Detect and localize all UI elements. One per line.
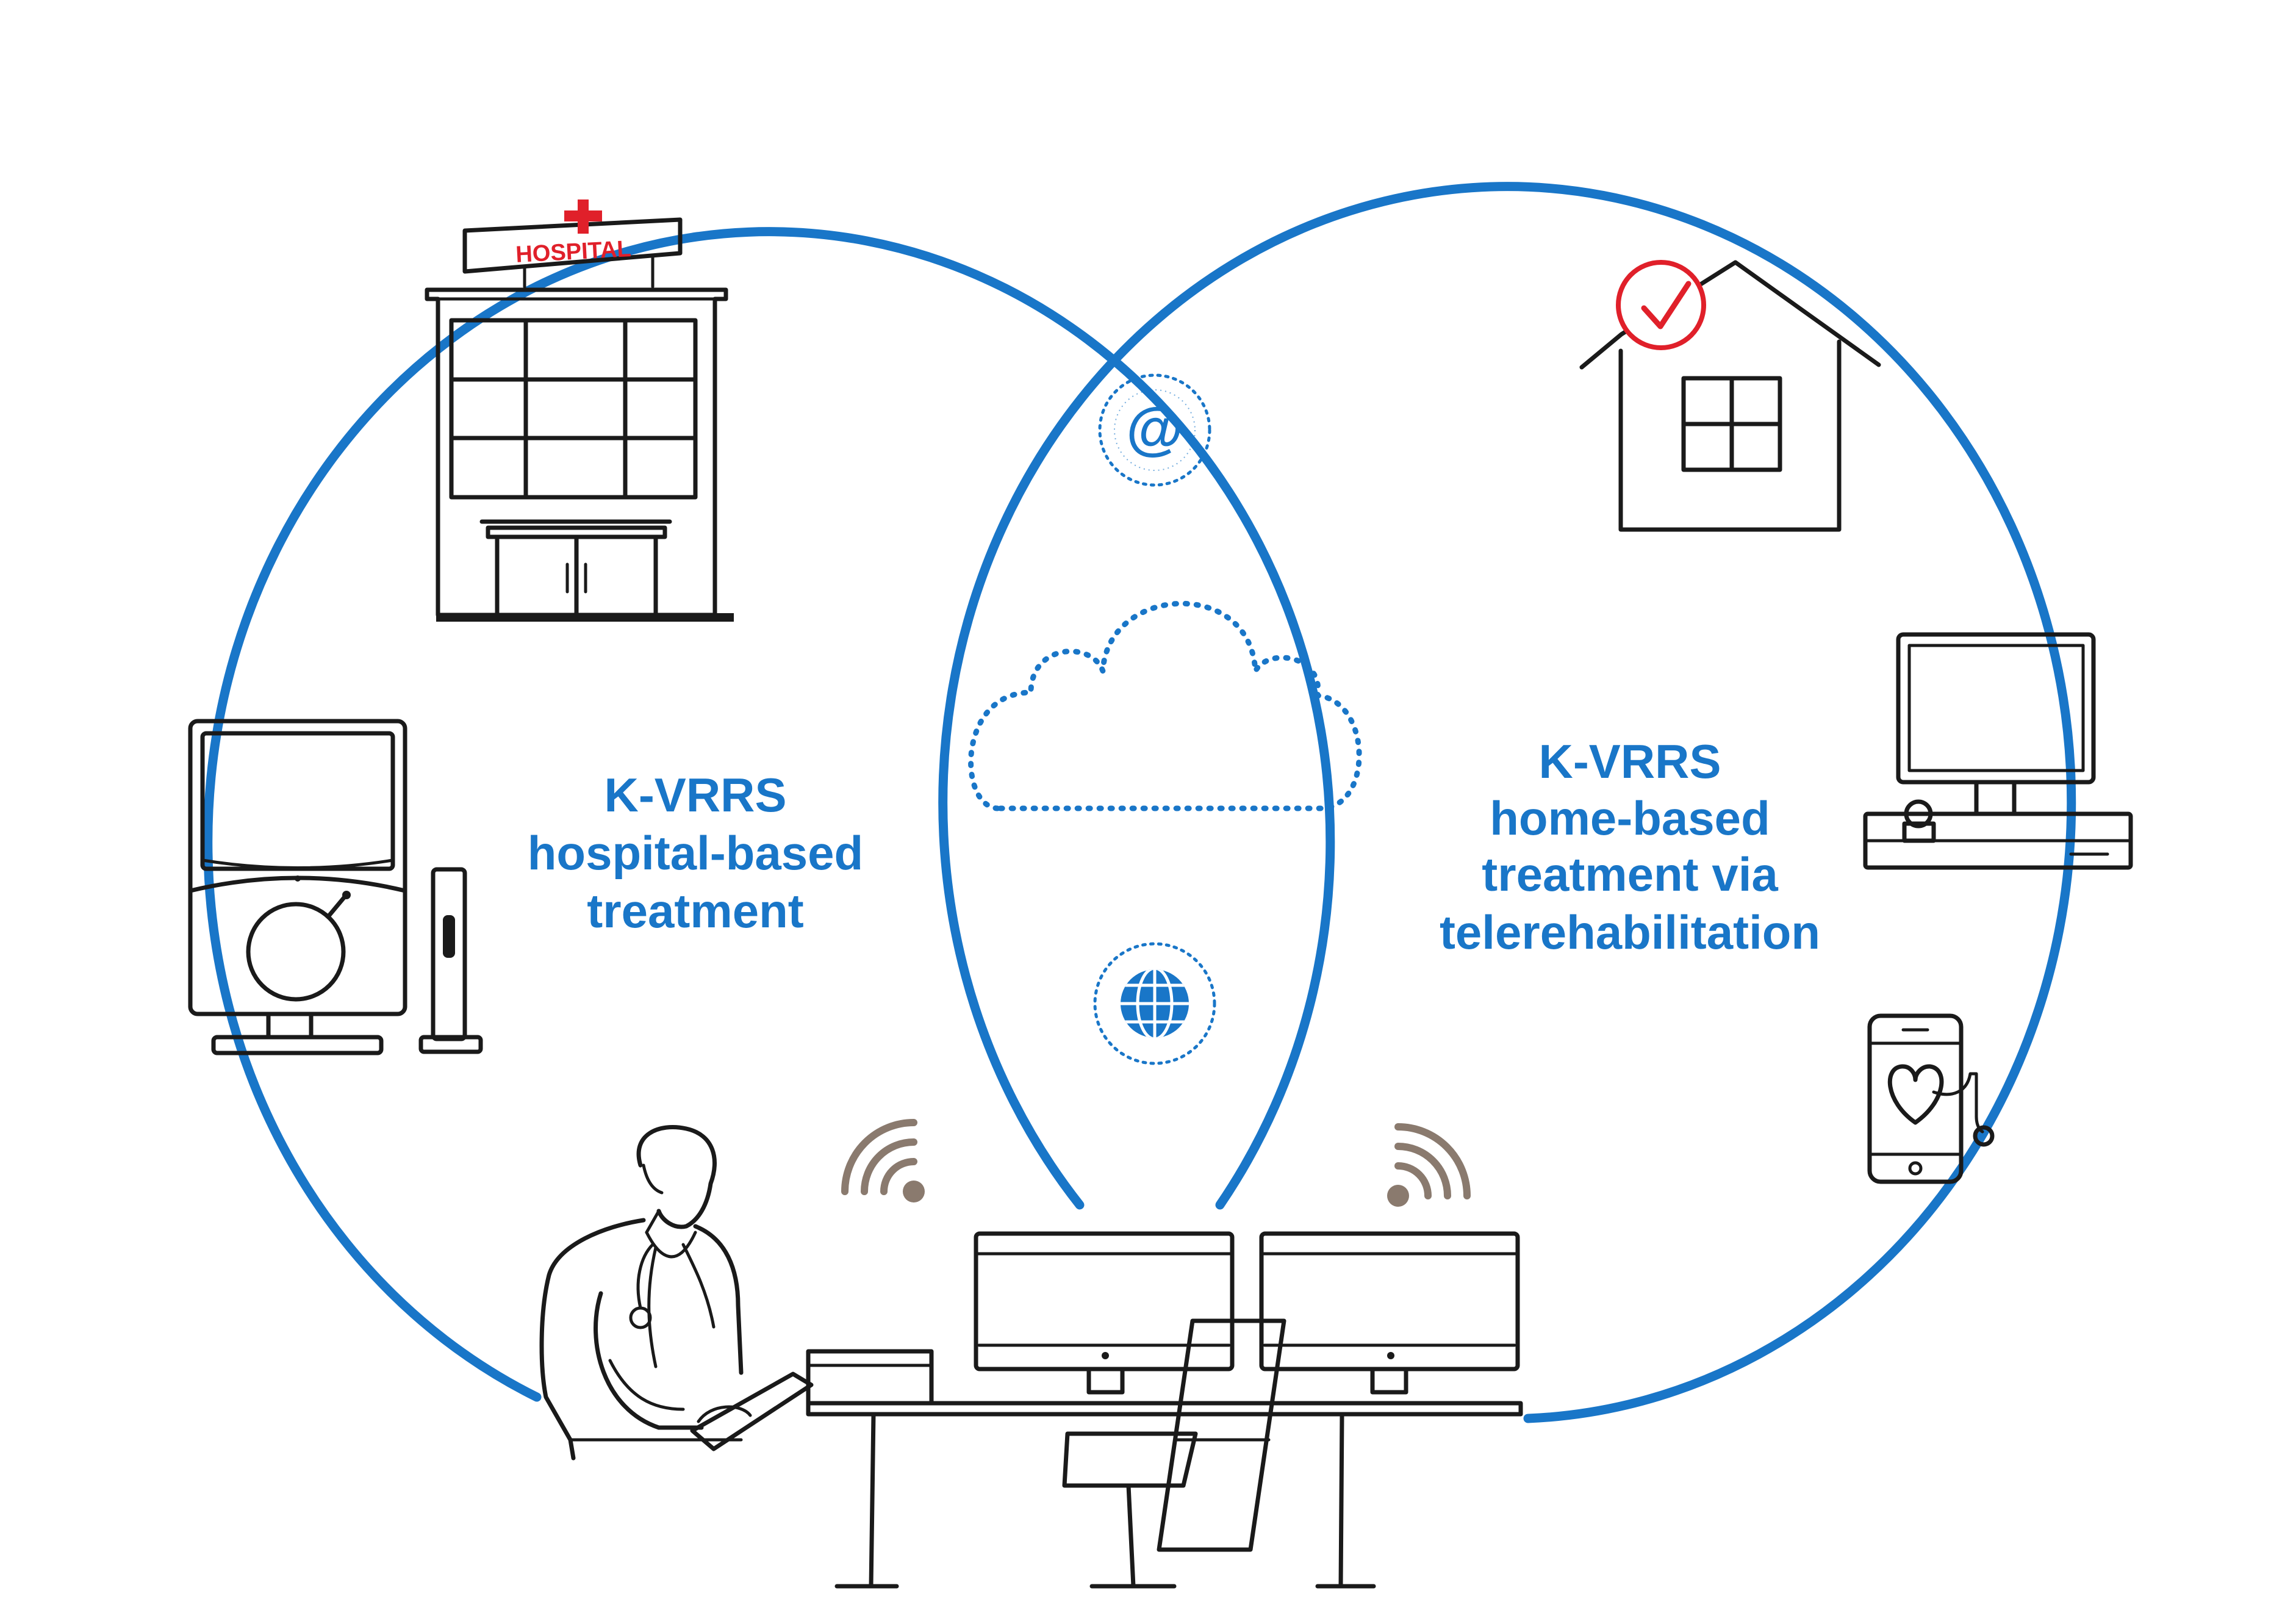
hospital-sign-text: HOSPITAL — [515, 236, 631, 268]
home-label-line1: K-VRRS — [1538, 735, 1721, 788]
home-label-line4: telerehabilitation — [1440, 905, 1820, 959]
check-circle-icon — [1616, 260, 1706, 350]
smartphone-health-icon — [1867, 1013, 1995, 1184]
vr-rehab-device-icon — [188, 719, 483, 1055]
house-check-icon — [1579, 260, 1881, 532]
hospital-cross-icon — [564, 199, 602, 234]
workstation-desk-icon — [806, 1231, 1523, 1589]
checkmark-icon — [1641, 281, 1692, 329]
home-label-line2: home-based — [1490, 791, 1770, 845]
right-circle — [938, 182, 2076, 1423]
hospital-label-line3: treatment — [587, 884, 803, 938]
doctor-figure-icon — [539, 1125, 814, 1461]
hospital-building-icon: HOSPITAL — [425, 199, 734, 622]
home-label-line3: treatment via — [1482, 847, 1778, 901]
home-computer-icon — [1863, 632, 2133, 870]
hospital-label-line2: hospital-based — [528, 826, 863, 880]
hospital-label-line1: K-VRRS — [604, 768, 786, 822]
email-at-icon: @ — [1098, 373, 1211, 487]
email-at-symbol: @ — [1126, 396, 1183, 461]
left-circle — [203, 227, 1335, 1402]
cloud-icon — [968, 600, 1362, 811]
home-treatment-label: K-VRRS home-based treatment via telereha… — [1440, 735, 1820, 959]
globe-icon — [1093, 942, 1216, 1065]
wifi-right-icon — [1387, 1123, 1471, 1207]
hospital-treatment-label: K-VRRS hospital-based treatment — [528, 768, 863, 938]
wifi-left-icon — [841, 1119, 925, 1202]
